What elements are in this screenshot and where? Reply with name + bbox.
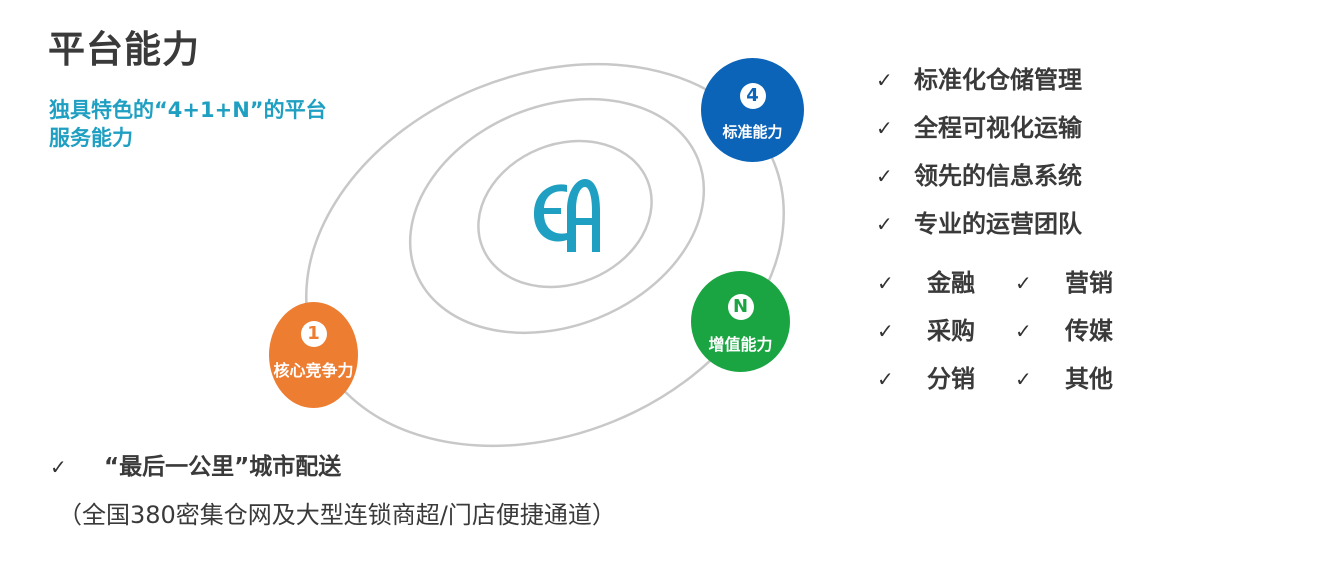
middle-orbit xyxy=(408,97,706,335)
node-number-4: 4 xyxy=(739,83,766,109)
check-icon: ✓ xyxy=(876,116,893,140)
check-icon: ✓ xyxy=(50,455,67,479)
list-item: ✓领先的信息系统 xyxy=(876,155,1082,203)
node-number-1: 1 xyxy=(300,321,327,347)
check-icon: ✓ xyxy=(876,164,893,188)
check-icon: ✓ xyxy=(1015,271,1032,295)
list-item: ✓标准化仓储管理 xyxy=(876,59,1082,107)
list-item: ✓全程可视化运输 xyxy=(876,107,1082,155)
core-note: （全国380密集仓网及大型连锁商超/门店便捷通道） xyxy=(58,501,616,529)
value-added-grid: ✓金融✓营销 ✓采购✓传媒 ✓分销✓其他 xyxy=(877,262,1157,406)
page-title: 平台能力 xyxy=(48,28,200,71)
core-headline: ✓ “最后一公里”城市配送 xyxy=(50,448,341,488)
ea-logo xyxy=(533,179,600,252)
value-added-node: N 增值能力 xyxy=(691,271,790,372)
check-icon: ✓ xyxy=(876,212,893,236)
standard-capability-node: 4 标准能力 xyxy=(701,58,804,162)
check-icon: ✓ xyxy=(877,367,894,391)
core-capability-node: 1 核心竞争力 xyxy=(269,302,358,408)
node-number-n: N xyxy=(727,294,754,320)
subtitle-line-1: 独具特色的“4+1+N”的平台 xyxy=(49,98,327,122)
check-icon: ✓ xyxy=(877,319,894,343)
grid-cell: ✓营销 xyxy=(1015,262,1153,307)
inner-orbit xyxy=(477,139,653,289)
node-label-standard: 标准能力 xyxy=(722,123,783,141)
grid-cell: ✓采购 xyxy=(877,310,1015,355)
grid-cell: ✓分销 xyxy=(877,358,1015,403)
standard-capability-list: ✓标准化仓储管理 ✓全程可视化运输 ✓领先的信息系统 ✓专业的运营团队 xyxy=(876,59,1082,251)
node-label-value-added: 增值能力 xyxy=(708,335,773,354)
subtitle-line-2: 服务能力 xyxy=(49,126,133,150)
core-headline-text: “最后一公里”城市配送 xyxy=(104,454,342,480)
check-icon: ✓ xyxy=(1015,367,1032,391)
check-icon: ✓ xyxy=(877,271,894,295)
grid-cell: ✓金融 xyxy=(877,262,1015,307)
check-icon: ✓ xyxy=(876,68,893,92)
grid-row: ✓金融✓营销 xyxy=(877,262,1157,310)
grid-cell: ✓传媒 xyxy=(1015,310,1153,355)
check-icon: ✓ xyxy=(1015,319,1032,343)
list-item: ✓专业的运营团队 xyxy=(876,203,1082,251)
node-label-core: 核心竞争力 xyxy=(273,361,354,380)
grid-row: ✓采购✓传媒 xyxy=(877,310,1157,358)
grid-cell: ✓其他 xyxy=(1015,358,1153,403)
grid-row: ✓分销✓其他 xyxy=(877,358,1157,406)
subtitle: 独具特色的“4+1+N”的平台 服务能力 xyxy=(49,96,327,152)
